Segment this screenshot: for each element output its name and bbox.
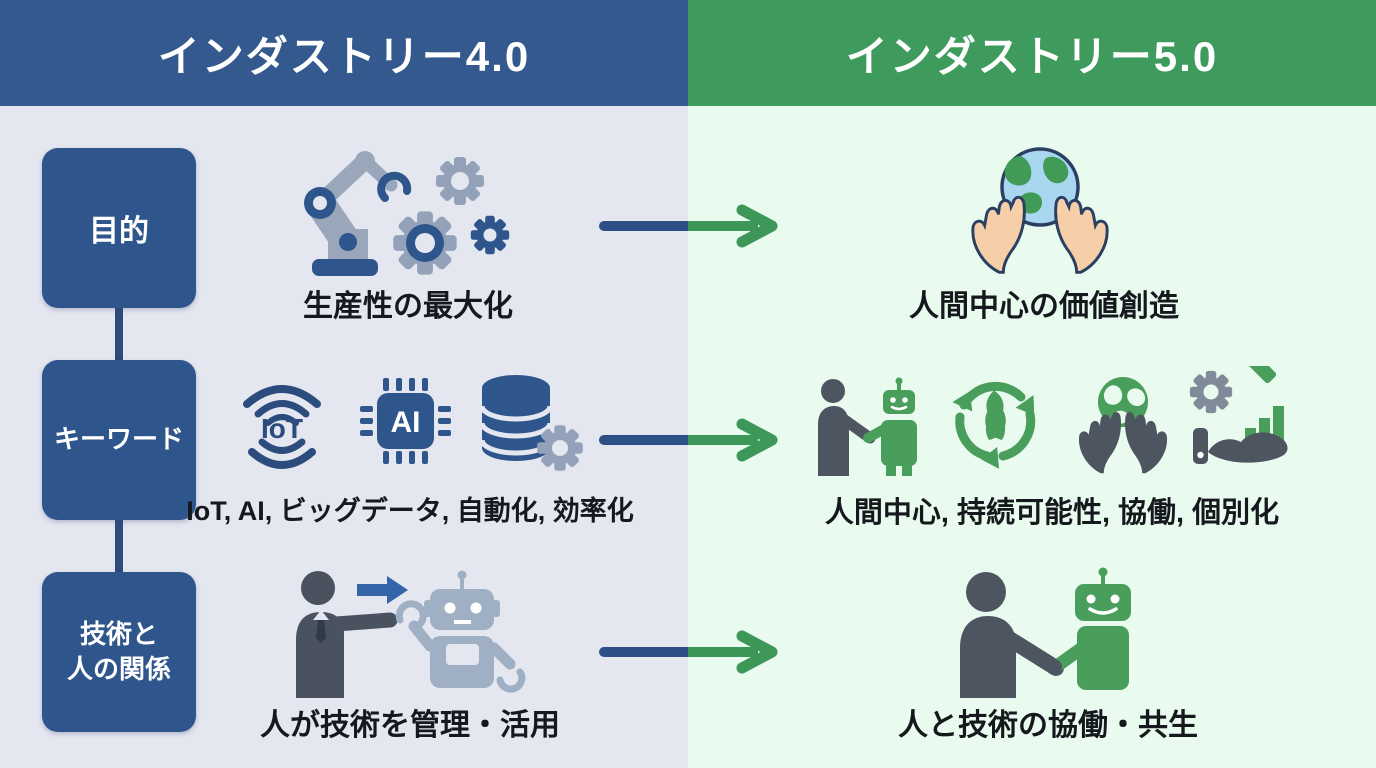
robot-arm-gears-icon bbox=[304, 151, 510, 276]
globe-in-hands-icon bbox=[971, 147, 1109, 274]
relationship-label-line2: 人の関係 bbox=[66, 654, 171, 684]
relationship-label-line1: 技術と bbox=[79, 618, 158, 649]
transition-arrow-3 bbox=[599, 630, 778, 674]
industry50-keywords-caption: 人間中心, 持続可能性, 協働, 個別化 bbox=[824, 497, 1280, 529]
industry50-panel-background bbox=[688, 0, 1376, 768]
transition-arrow-2 bbox=[599, 418, 778, 462]
database-gear-icon bbox=[479, 375, 583, 471]
keywords-label: キーワード bbox=[53, 424, 184, 455]
gear-pencil-chart-hand-icon bbox=[1189, 366, 1288, 464]
ai-chip-icon: AI bbox=[360, 378, 451, 464]
industry50-header: インダストリー5.0 bbox=[688, 0, 1376, 106]
row-label-purpose: 目的 bbox=[42, 148, 196, 308]
human-robot-handshake-large-icon bbox=[960, 567, 1131, 698]
industry40-keywords-caption: IoT, AI, ビッグデータ, 自動化, 効率化 bbox=[186, 496, 634, 526]
transition-arrow-1 bbox=[599, 204, 778, 248]
hands-holding-globe-icon bbox=[1078, 377, 1168, 474]
ai-chip-icon-label: AI bbox=[391, 406, 421, 439]
industry50-relationship-caption: 人と技術の協働・共生 bbox=[898, 709, 1198, 742]
iot-icon: IoT bbox=[243, 385, 321, 469]
purpose-label: 目的 bbox=[89, 215, 149, 248]
connector-line-1 bbox=[115, 308, 123, 360]
industry50-purpose-caption: 人間中心の価値創造 bbox=[909, 290, 1179, 323]
industry40-relationship-caption: 人が技術を管理・活用 bbox=[260, 709, 560, 742]
industry40-purpose-caption: 生産性の最大化 bbox=[303, 290, 513, 323]
iot-icon-label: IoT bbox=[261, 413, 303, 444]
row-label-keywords: キーワード bbox=[42, 360, 196, 520]
person-managing-robot-icon bbox=[296, 570, 526, 698]
industry50-title: インダストリー5.0 bbox=[845, 32, 1219, 80]
industry40-title: インダストリー4.0 bbox=[157, 32, 531, 80]
row-label-relationship: 技術と 人の関係 bbox=[42, 572, 196, 732]
human-robot-handshake-small-icon bbox=[818, 377, 917, 476]
connector-line-2 bbox=[115, 520, 123, 572]
industry40-header: インダストリー4.0 bbox=[0, 0, 688, 106]
recycle-leaves-icon bbox=[952, 381, 1036, 469]
